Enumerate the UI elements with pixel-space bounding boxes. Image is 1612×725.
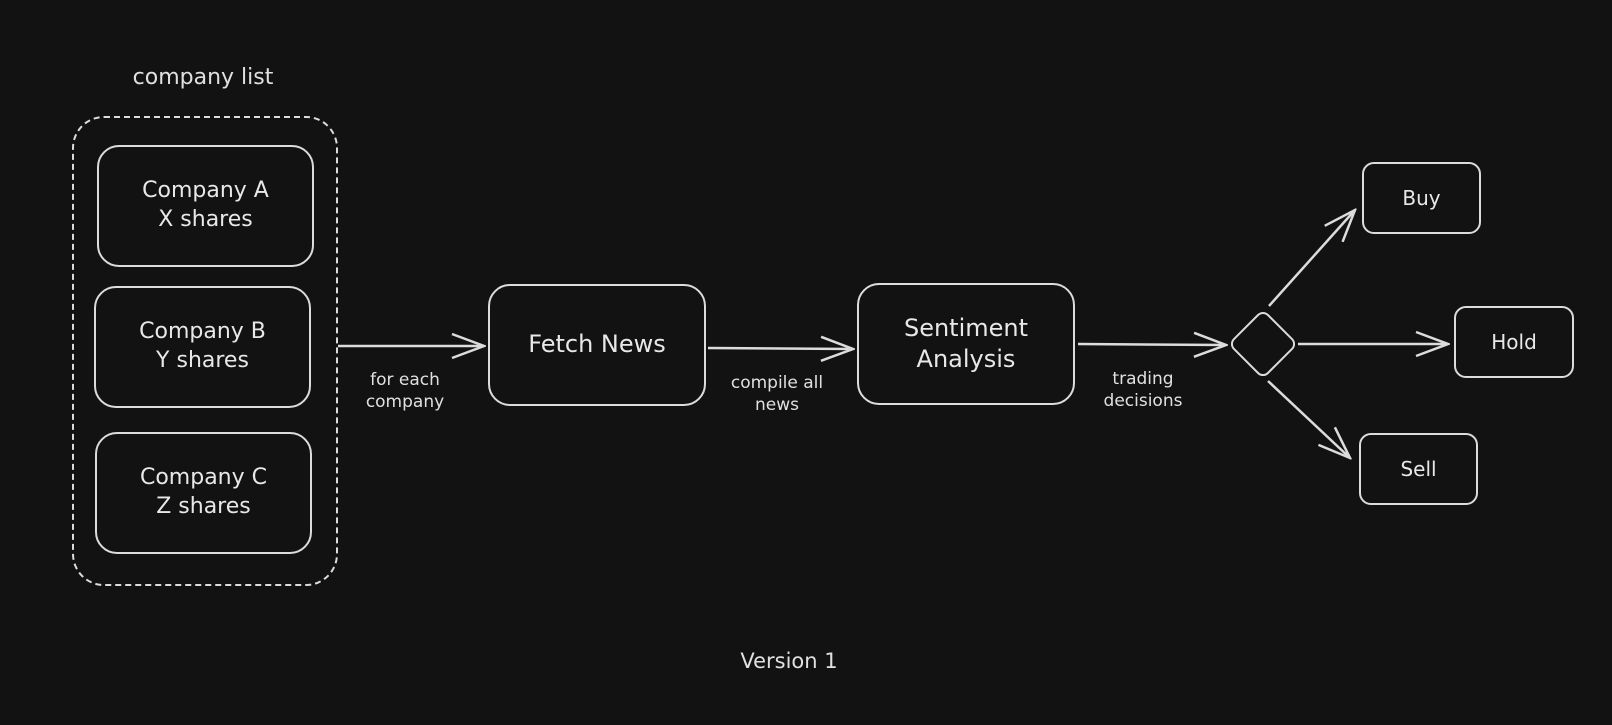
version-label: Version 1	[740, 649, 838, 673]
fetch-news-label: Fetch News	[528, 330, 666, 359]
company-a-shares: X shares	[158, 207, 253, 232]
edge-label-trading-line1: trading	[1112, 369, 1174, 389]
hold-node[interactable]: Hold	[1454, 306, 1574, 378]
edge-label-for-each-company: for each company	[355, 369, 455, 413]
company-b-name: Company B	[139, 319, 266, 345]
edge-label-trading-decisions: trading decisions	[1093, 368, 1193, 412]
company-b-node[interactable]: Company B Y shares	[94, 286, 311, 408]
hold-label: Hold	[1491, 330, 1537, 354]
company-b-shares: Y shares	[156, 348, 249, 373]
sell-node[interactable]: Sell	[1359, 433, 1478, 505]
buy-label: Buy	[1402, 186, 1441, 210]
company-c-shares: Z shares	[156, 494, 251, 519]
company-c-node[interactable]: Company C Z shares	[95, 432, 312, 554]
sell-label: Sell	[1400, 457, 1437, 481]
edge-label-for-each-line2: company	[365, 392, 445, 413]
edge-label-compile-line2: news	[755, 395, 799, 416]
buy-node[interactable]: Buy	[1362, 162, 1481, 234]
arrow-decision-to-sell	[1267, 380, 1350, 458]
sentiment-label-line2: Analysis	[916, 345, 1016, 373]
edge-label-compile-line1: compile all	[730, 373, 824, 393]
arrow-decision-to-buy	[1268, 210, 1355, 307]
company-c-name: Company C	[139, 465, 267, 491]
sentiment-label-line1: Sentiment	[903, 313, 1029, 342]
arrow-sentiment-to-decision	[1077, 344, 1226, 345]
sentiment-analysis-node[interactable]: Sentiment Analysis	[857, 283, 1075, 405]
group-title: company list	[132, 65, 274, 90]
arrow-fetch-to-sentiment	[707, 348, 853, 349]
company-a-name: Company A	[142, 178, 269, 204]
edge-label-for-each-line1: for each	[370, 370, 440, 390]
fetch-news-node[interactable]: Fetch News	[488, 284, 706, 406]
edge-label-trading-line2: decisions	[1103, 391, 1183, 412]
company-list-group	[72, 116, 338, 586]
edge-label-compile-all-news: compile all news	[722, 372, 832, 416]
company-a-node[interactable]: Company A X shares	[97, 145, 314, 267]
